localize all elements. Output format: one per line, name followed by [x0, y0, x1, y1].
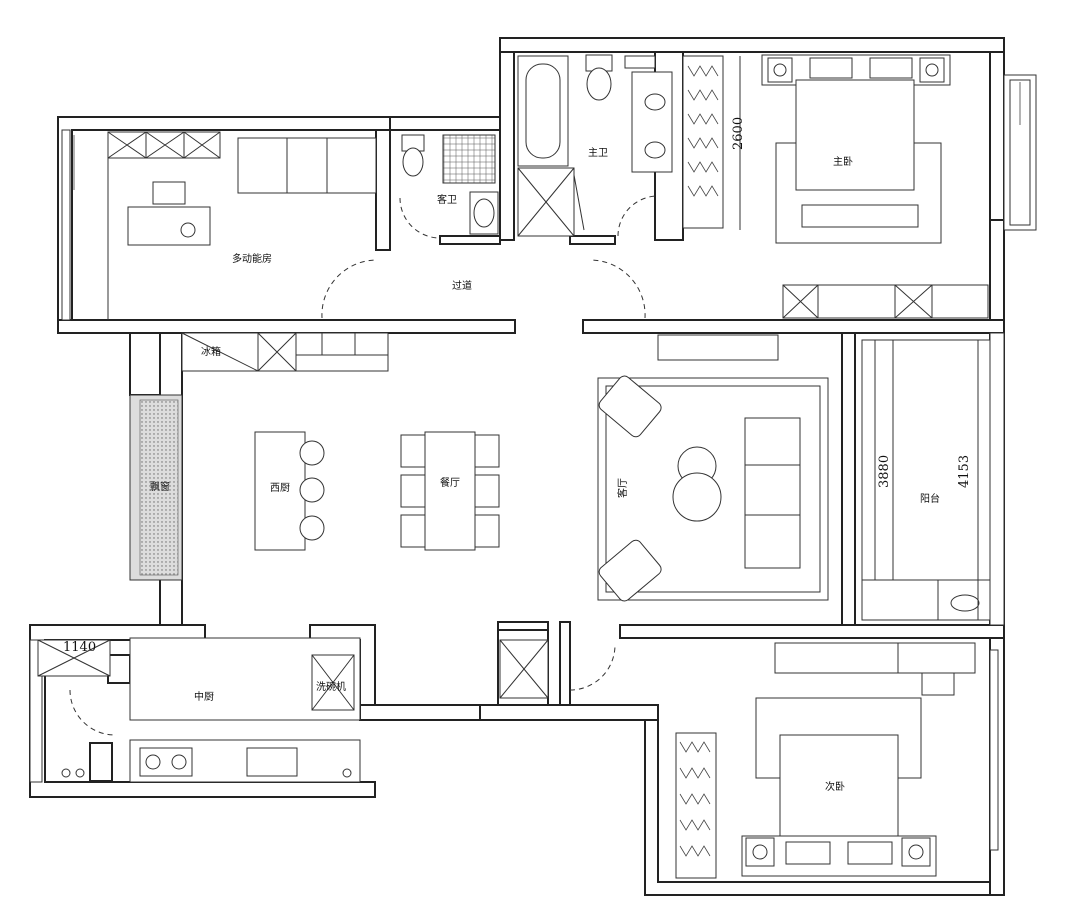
multi-room-furniture	[107, 131, 377, 320]
room-labels: 多动能房 客卫 主卫 主卧 过道 冰箱 飘窗 西厨 餐厅 客厅 阳台 中厨 洗碗…	[150, 147, 940, 793]
corridor-label: 过道	[452, 279, 472, 292]
wardrobe-dimension: 2600	[731, 117, 746, 150]
dining-label: 餐厅	[440, 476, 460, 489]
bay-window	[129, 394, 183, 581]
balcony-inner-dimension: 3880	[877, 455, 892, 488]
doors	[69, 195, 659, 736]
bay-window-label: 飘窗	[150, 480, 170, 493]
dining-table	[400, 431, 500, 551]
living-label: 客厅	[616, 478, 629, 498]
island	[254, 431, 325, 551]
balcony-label: 阳台	[920, 492, 940, 505]
washer-label: 洗碗机	[316, 680, 346, 693]
guest-bath-label: 客卫	[437, 193, 457, 206]
second-bedroom-furniture	[499, 639, 976, 879]
balcony-outer-dimension: 4153	[957, 455, 972, 488]
living-furniture	[597, 334, 829, 602]
second-bed-label: 次卧	[825, 780, 845, 793]
windows	[29, 74, 1037, 851]
kitchen-dimension: 1140	[63, 640, 96, 655]
balcony-area	[861, 339, 991, 621]
dimension-labels: 2600 3880 4153 1140	[63, 117, 972, 655]
master-bath-fixtures	[517, 54, 673, 237]
master-bedroom-furniture	[682, 54, 989, 319]
multi-room-label: 多动能房	[232, 252, 272, 265]
chinese-kitchen-label: 中厨	[194, 690, 214, 703]
guest-bath-fixtures	[401, 134, 499, 235]
master-bath-label: 主卫	[588, 147, 608, 159]
fridge-row	[181, 332, 389, 372]
fridge-label: 冰箱	[201, 345, 221, 358]
western-kitchen-label: 西厨	[270, 482, 290, 494]
master-bed-label: 主卧	[833, 155, 853, 168]
kitchen-fixtures	[37, 637, 361, 783]
